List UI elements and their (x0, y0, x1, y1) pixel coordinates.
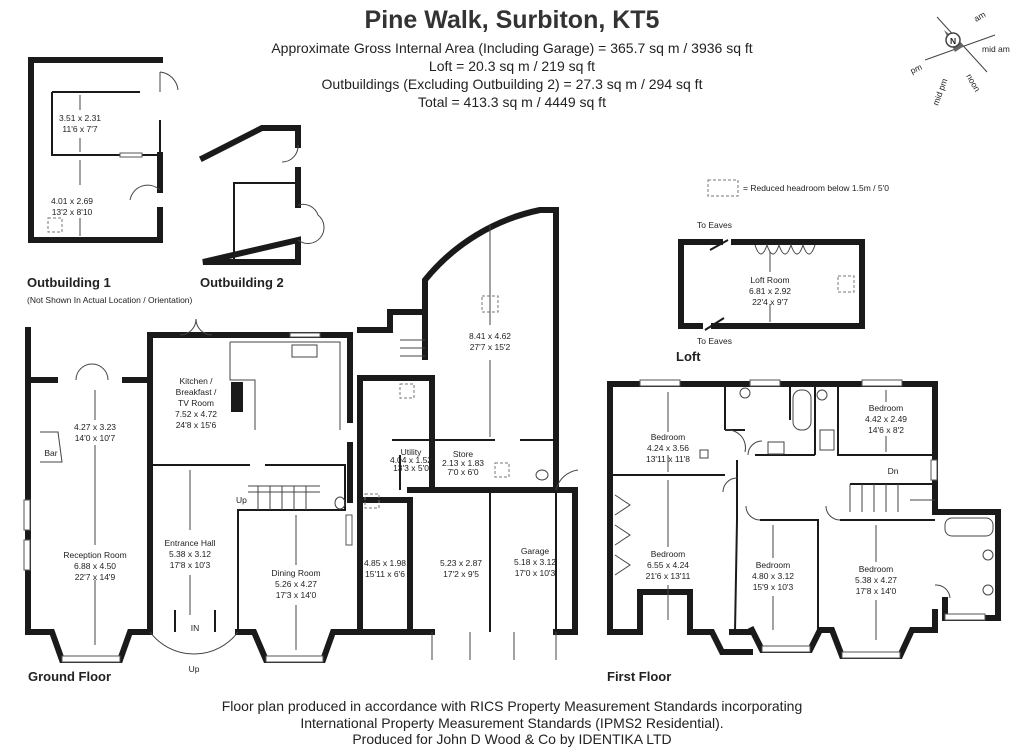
footer-line-3: Produced for John D Wood & Co by IDENTIK… (352, 731, 672, 747)
ob1-room-b-dims-m: 4.01 x 2.69 (51, 196, 93, 206)
ob1-room-a-dims-m: 3.51 x 2.31 (59, 113, 101, 123)
gf-garage-dims-ft: 17'0 x 10'3 (515, 568, 556, 578)
outbuilding-1-note: (Not Shown In Actual Location / Orientat… (27, 295, 193, 305)
gf-sunroom-dims-m: 4.27 x 3.23 (74, 422, 116, 432)
footer-line-2: International Property Measurement Stand… (300, 715, 724, 731)
outbuilding-1-label: Outbuilding 1 (27, 275, 111, 290)
ff-bed-w-name: Bedroom (651, 549, 686, 559)
ground-floor-label: Ground Floor (28, 669, 111, 684)
ff-bed-w-dims-m: 6.55 x 4.24 (647, 560, 689, 570)
gf-kitchen-name-3: TV Room (178, 398, 214, 408)
gf-utility-dims-m: 4.04 x 1.52 (390, 455, 432, 465)
ff-bed-mid-name: Bedroom (756, 560, 791, 570)
ob1-room-b-dims-ft: 13'2 x 8'10 (52, 207, 93, 217)
compass-mid-pm: mid pm (930, 77, 949, 107)
ground-floor (23, 207, 579, 663)
first-floor (607, 379, 1001, 659)
gf-entrance-name: Entrance Hall (164, 538, 215, 548)
gf-stairs-up: Up (236, 495, 247, 505)
gf-entrance-dims-m: 5.38 x 3.12 (169, 549, 211, 559)
loft-to-eaves-top: To Eaves (697, 220, 732, 230)
compass-pm: pm (909, 62, 924, 76)
gf-utility-name: Utility (401, 447, 423, 457)
outbuilding-2-label: Outbuilding 2 (200, 275, 284, 290)
loft: Loft Room 6.81 x 2.92 22'4 x 9'7 (678, 236, 865, 332)
gf-reception-dims-ft: 22'7 x 14'9 (75, 572, 116, 582)
gf-middle-room-dims-m: 5.23 x 2.87 (440, 558, 482, 568)
gf-kitchen-dims-ft: 24'8 x 15'6 (176, 420, 217, 430)
loft-room-name: Loft Room (750, 275, 789, 285)
gf-utility-dims-ft: 13'3 x 5'0 (393, 463, 429, 473)
ff-bed-mid-dims-m: 4.80 x 3.12 (752, 571, 794, 581)
first-floor-label: First Floor (607, 669, 671, 684)
gf-steps-up: Up (189, 664, 200, 674)
gf-bar-label: Bar (44, 448, 57, 458)
ff-bed-e-name: Bedroom (859, 564, 894, 574)
loft-area-line: Loft = 20.3 sq m / 219 sq ft (428, 58, 596, 74)
ff-bed-nw-name: Bedroom (651, 432, 686, 442)
compass: N am mid am noon mid pm pm (909, 9, 1010, 107)
gf-store-dims-m: 2.13 x 1.83 (442, 458, 484, 468)
gf-store-name: Store (453, 449, 474, 459)
gf-kitchen-dims-m: 7.52 x 4.72 (175, 409, 217, 419)
gf-side-room-dims-m: 4.85 x 1.98 (364, 558, 406, 568)
loft-room-dims-m: 6.81 x 2.92 (749, 286, 791, 296)
compass-am: am (972, 9, 987, 24)
ff-bed-e-dims-m: 5.38 x 4.27 (855, 575, 897, 585)
compass-noon: noon (964, 72, 982, 94)
ff-bed-w-dims-ft: 21'6 x 13'11 (646, 571, 691, 581)
ff-bed-nw-dims-m: 4.24 x 3.56 (647, 443, 689, 453)
gross-area-line: Approximate Gross Internal Area (Includi… (271, 40, 753, 56)
reduced-headroom-note: = Reduced headroom below 1.5m / 5'0 (743, 183, 889, 193)
gf-reception-name: Reception Room (63, 550, 126, 560)
total-area-line: Total = 413.3 sq m / 4449 sq ft (418, 94, 606, 110)
gf-large-room-dims-ft: 27'7 x 15'2 (470, 342, 511, 352)
footer-line-1: Floor plan produced in accordance with R… (221, 698, 803, 714)
gf-middle-room-dims-ft: 17'2 x 9'5 (443, 569, 479, 579)
outbuilding-1: 3.51 x 2.31 11'6 x 7'7 4.01 x 2.69 13'2 … (28, 57, 179, 243)
gf-in-label: IN (191, 623, 200, 633)
gf-dining-dims-ft: 17'3 x 14'0 (276, 590, 317, 600)
compass-north: N (950, 36, 956, 46)
plan-title: Pine Walk, Surbiton, KT5 (364, 6, 660, 34)
loft-label: Loft (676, 349, 701, 364)
gf-side-room-dims-ft: 15'11 x 6'6 (365, 569, 405, 579)
ff-bed-ne-dims-m: 4.42 x 2.49 (865, 414, 907, 424)
compass-mid-am: mid am (982, 44, 1010, 54)
gf-dining-dims-m: 5.26 x 4.27 (275, 579, 317, 589)
ff-bed-nw-dims-ft: 13'11 x 11'8 (646, 454, 690, 464)
gf-sunroom-dims-ft: 14'0 x 10'7 (75, 433, 116, 443)
gf-kitchen-name-2: Breakfast / (176, 387, 217, 397)
ff-bed-ne-name: Bedroom (869, 403, 904, 413)
north-arrow-icon (945, 32, 961, 48)
gf-dining-name: Dining Room (271, 568, 320, 578)
ff-stairs-dn: Dn (888, 466, 899, 476)
loft-room-dims-ft: 22'4 x 9'7 (752, 297, 788, 307)
ff-bed-e-dims-ft: 17'8 x 14'0 (856, 586, 897, 596)
gf-large-room-dims-m: 8.41 x 4.62 (469, 331, 511, 341)
gf-garage-dims-m: 5.18 x 3.12 (514, 557, 556, 567)
reduced-headroom-swatch (707, 179, 739, 197)
gf-store-dims-ft: 7'0 x 6'0 (447, 467, 478, 477)
gf-reception-dims-m: 6.88 x 4.50 (74, 561, 116, 571)
gf-kitchen-name-1: Kitchen / (179, 376, 213, 386)
outbuildings-area-line: Outbuildings (Excluding Outbuilding 2) =… (321, 76, 703, 92)
ob1-room-a-dims-ft: 11'6 x 7'7 (62, 124, 97, 134)
loft-to-eaves-bottom: To Eaves (697, 336, 732, 346)
gf-entrance-dims-ft: 17'8 x 10'3 (170, 560, 211, 570)
ff-bed-ne-dims-ft: 14'6 x 8'2 (868, 425, 904, 435)
ff-bed-mid-dims-ft: 15'9 x 10'3 (753, 582, 794, 592)
outbuilding-2 (198, 125, 325, 265)
gf-garage-name: Garage (521, 546, 550, 556)
